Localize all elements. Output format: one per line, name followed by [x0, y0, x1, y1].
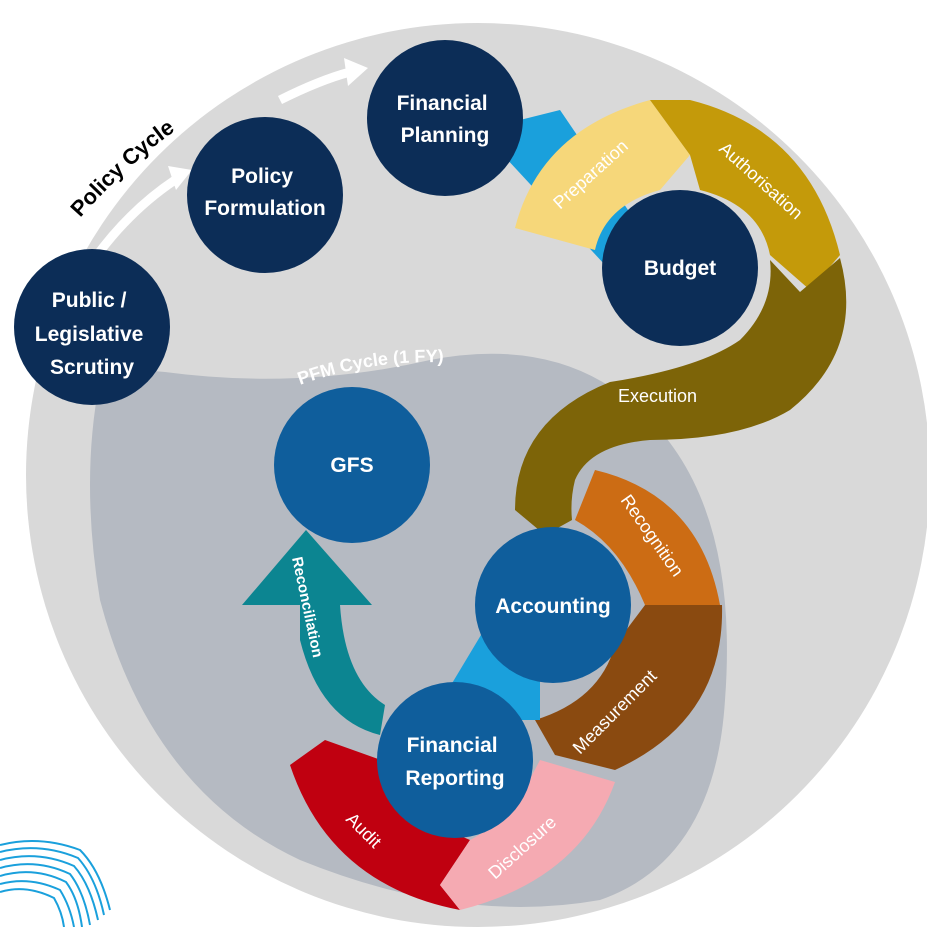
- node-public-scrutiny[interactable]: Public / Legislative Scrutiny: [14, 249, 170, 405]
- recognition-arc: [575, 470, 720, 605]
- execution-label: Execution: [618, 386, 697, 406]
- policy-cycle-arrows: [91, 58, 368, 261]
- node-gfs[interactable]: GFS: [274, 387, 430, 543]
- node-budget[interactable]: Budget: [602, 190, 758, 346]
- svg-text:Policy Formulation: Policy Formulation: [204, 165, 325, 220]
- disclosure-arc: [440, 760, 615, 910]
- svg-text:Accounting: Accounting: [495, 595, 611, 618]
- svg-text:Financial Planning: Financial Planning: [397, 92, 494, 147]
- node-financial-planning[interactable]: Financial Planning: [367, 40, 523, 196]
- svg-text:Financial Reporting: Financial Reporting: [405, 734, 504, 790]
- authorisation-arc: [650, 100, 840, 290]
- svg-text:Public / Legislative: Public / Legislative Scrutiny: [35, 289, 149, 379]
- node-policy-formulation[interactable]: Policy Formulation: [187, 117, 343, 273]
- decorative-swirl: [0, 840, 111, 927]
- svg-text:GFS: GFS: [330, 454, 373, 477]
- preparation-arc: [515, 100, 690, 250]
- audit-arc: [290, 740, 470, 910]
- svg-text:Budget: Budget: [644, 257, 716, 280]
- reconciliation-arrow: [242, 530, 385, 735]
- node-financial-reporting[interactable]: Financial Reporting: [377, 682, 533, 838]
- execution-arc: [515, 258, 847, 535]
- node-accounting[interactable]: Accounting: [475, 527, 631, 683]
- measurement-arc: [535, 605, 723, 770]
